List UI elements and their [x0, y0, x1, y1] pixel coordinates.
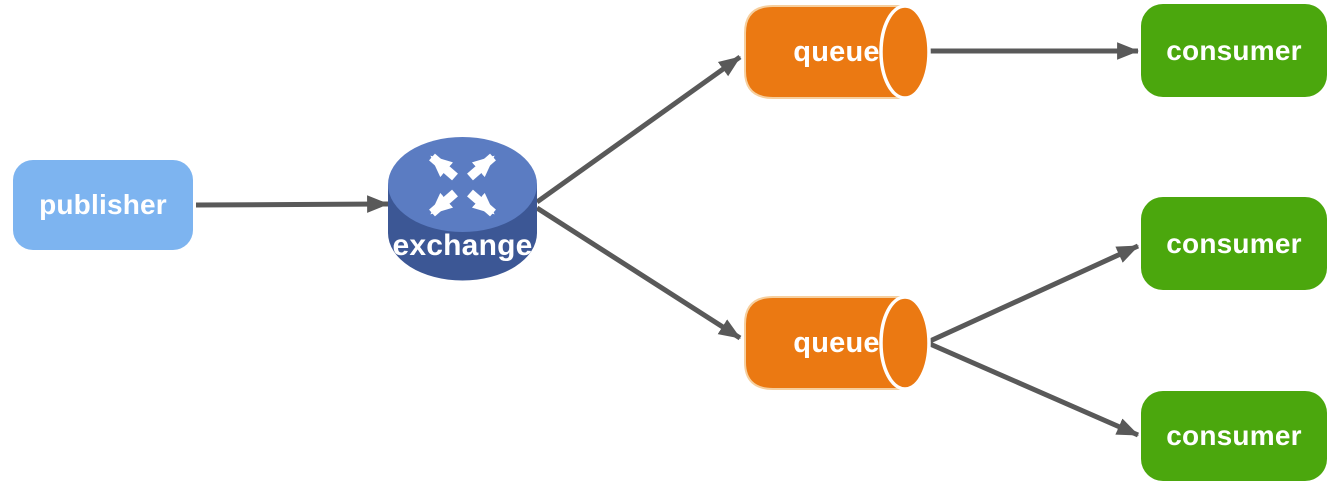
edges-group — [195, 42, 1140, 438]
node-consumer-bottom: consumer — [1141, 391, 1327, 481]
node-consumer-top: consumer — [1141, 4, 1327, 97]
consumer-middle-label: consumer — [1166, 227, 1302, 259]
node-queue-bottom — [744, 295, 931, 391]
queue-bottom-body — [744, 296, 906, 390]
publisher-label: publisher — [39, 189, 167, 220]
node-exchange — [388, 137, 537, 281]
crossed-arrows-icon — [429, 153, 496, 217]
edge-queue-bottom-consumer-bottom — [928, 341, 1140, 438]
queue-bottom-label: queue — [745, 297, 928, 389]
exchange-arrow-ne — [467, 153, 496, 181]
node-consumer-middle: consumer — [1141, 197, 1327, 290]
queue-top-cap — [879, 4, 931, 100]
edge-publisher-exchange — [195, 195, 390, 213]
edge-queue-bottom-consumer-middle — [928, 243, 1140, 344]
queue-bottom-cap — [879, 295, 931, 391]
exchange-cylinder-top — [388, 137, 537, 232]
exchange-arrow-se — [467, 189, 496, 217]
consumer-top-label: consumer — [1166, 34, 1302, 66]
queue-top-label: queue — [745, 6, 928, 98]
edge-exchange-queue-top — [535, 54, 742, 205]
consumer-bottom-label: consumer — [1166, 420, 1302, 451]
exchange-label: exchange — [388, 227, 537, 265]
exchange-label-text: exchange — [392, 229, 533, 262]
queue-top-label-text: queue — [793, 35, 880, 68]
node-queue-top — [744, 4, 931, 100]
exchange-arrow-sw — [429, 189, 458, 217]
queue-top-body — [744, 5, 906, 99]
edge-exchange-queue-bottom — [535, 205, 742, 341]
queue-bottom-label-text: queue — [793, 326, 880, 359]
node-publisher: publisher — [13, 160, 193, 250]
exchange-arrow-nw — [429, 153, 458, 181]
